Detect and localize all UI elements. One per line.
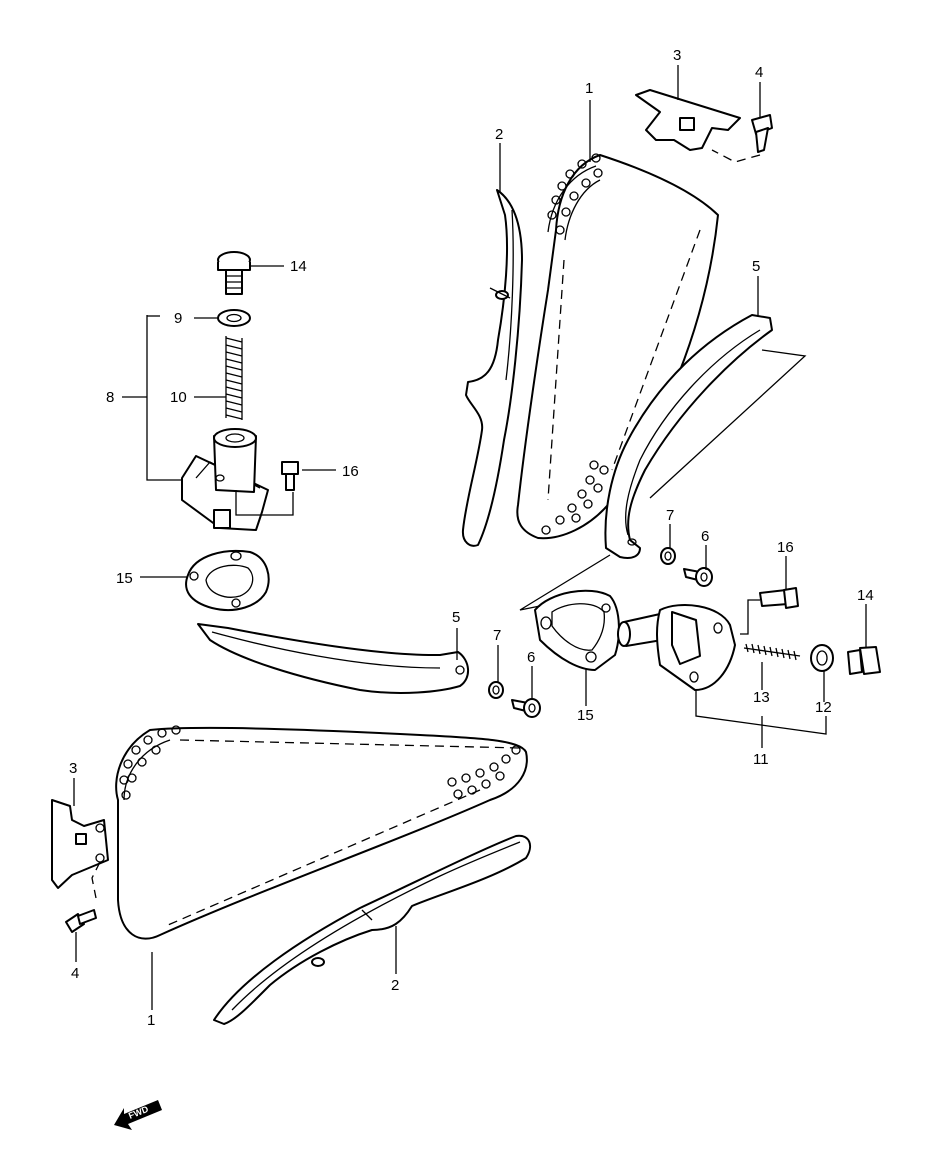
callout-16-left: 16 bbox=[342, 463, 359, 480]
callout-1-bottom: 1 bbox=[147, 1012, 155, 1029]
callout-2-bottom: 2 bbox=[391, 977, 399, 994]
callout-13: 13 bbox=[753, 689, 770, 706]
callout-11: 11 bbox=[753, 751, 769, 768]
callout-7-mid: 7 bbox=[493, 627, 501, 644]
callout-12: 12 bbox=[815, 699, 832, 716]
callout-bracket-8 bbox=[146, 315, 182, 481]
washer-lower bbox=[488, 681, 504, 699]
callout-5-mid: 5 bbox=[452, 609, 460, 626]
fwd-arrow-icon: FWD bbox=[114, 1100, 162, 1130]
leader-lines bbox=[73, 65, 867, 1010]
bolt-upper bbox=[711, 114, 773, 163]
tensioner-spring-right bbox=[743, 643, 801, 661]
callout-1-top: 1 bbox=[585, 80, 593, 97]
callout-5-right: 5 bbox=[752, 258, 760, 275]
chain-guide-lower bbox=[213, 834, 532, 1025]
bolt-lower bbox=[65, 909, 97, 933]
callout-15-mid: 15 bbox=[577, 707, 594, 724]
washer-right bbox=[660, 547, 676, 565]
callout-4-bottom: 4 bbox=[71, 965, 79, 982]
callout-4-top: 4 bbox=[755, 64, 763, 81]
tensioner-bolt-left bbox=[235, 461, 299, 516]
callout-10: 10 bbox=[170, 389, 187, 406]
washer-12 bbox=[810, 644, 834, 672]
callout-14-right: 14 bbox=[857, 587, 874, 604]
chain-guide-upper bbox=[461, 189, 523, 547]
callout-7-right: 7 bbox=[666, 507, 674, 524]
cap-bolt-left bbox=[217, 251, 251, 295]
tensioner-bolt-right bbox=[740, 587, 799, 635]
callout-6-right: 6 bbox=[701, 528, 709, 545]
tensioner-shoe-right bbox=[604, 314, 807, 559]
spring-10 bbox=[225, 336, 243, 420]
callout-3-bottom: 3 bbox=[69, 760, 77, 777]
washer-9 bbox=[217, 309, 251, 327]
callout-16-right: 16 bbox=[777, 539, 794, 556]
chain-guide-bracket-upper bbox=[635, 89, 741, 151]
callout-8: 8 bbox=[106, 389, 114, 406]
cam-chain-lower bbox=[115, 725, 528, 940]
tensioner-body-left bbox=[181, 428, 269, 531]
pivot-bolt-lower bbox=[511, 698, 541, 718]
gasket-left bbox=[185, 549, 270, 612]
callout-14-left: 14 bbox=[290, 258, 307, 275]
tensioner-shoe-lower bbox=[197, 623, 469, 694]
callout-6-mid: 6 bbox=[527, 649, 535, 666]
tensioner-body-right bbox=[617, 604, 736, 691]
callout-2-top: 2 bbox=[495, 126, 503, 143]
callout-15-left: 15 bbox=[116, 570, 133, 587]
pivot-bolt-right bbox=[683, 567, 713, 587]
chain-guide-bracket-lower bbox=[51, 799, 109, 899]
cap-bolt-right bbox=[847, 646, 881, 675]
callout-3-top: 3 bbox=[673, 47, 681, 64]
callout-9: 9 bbox=[174, 310, 182, 327]
